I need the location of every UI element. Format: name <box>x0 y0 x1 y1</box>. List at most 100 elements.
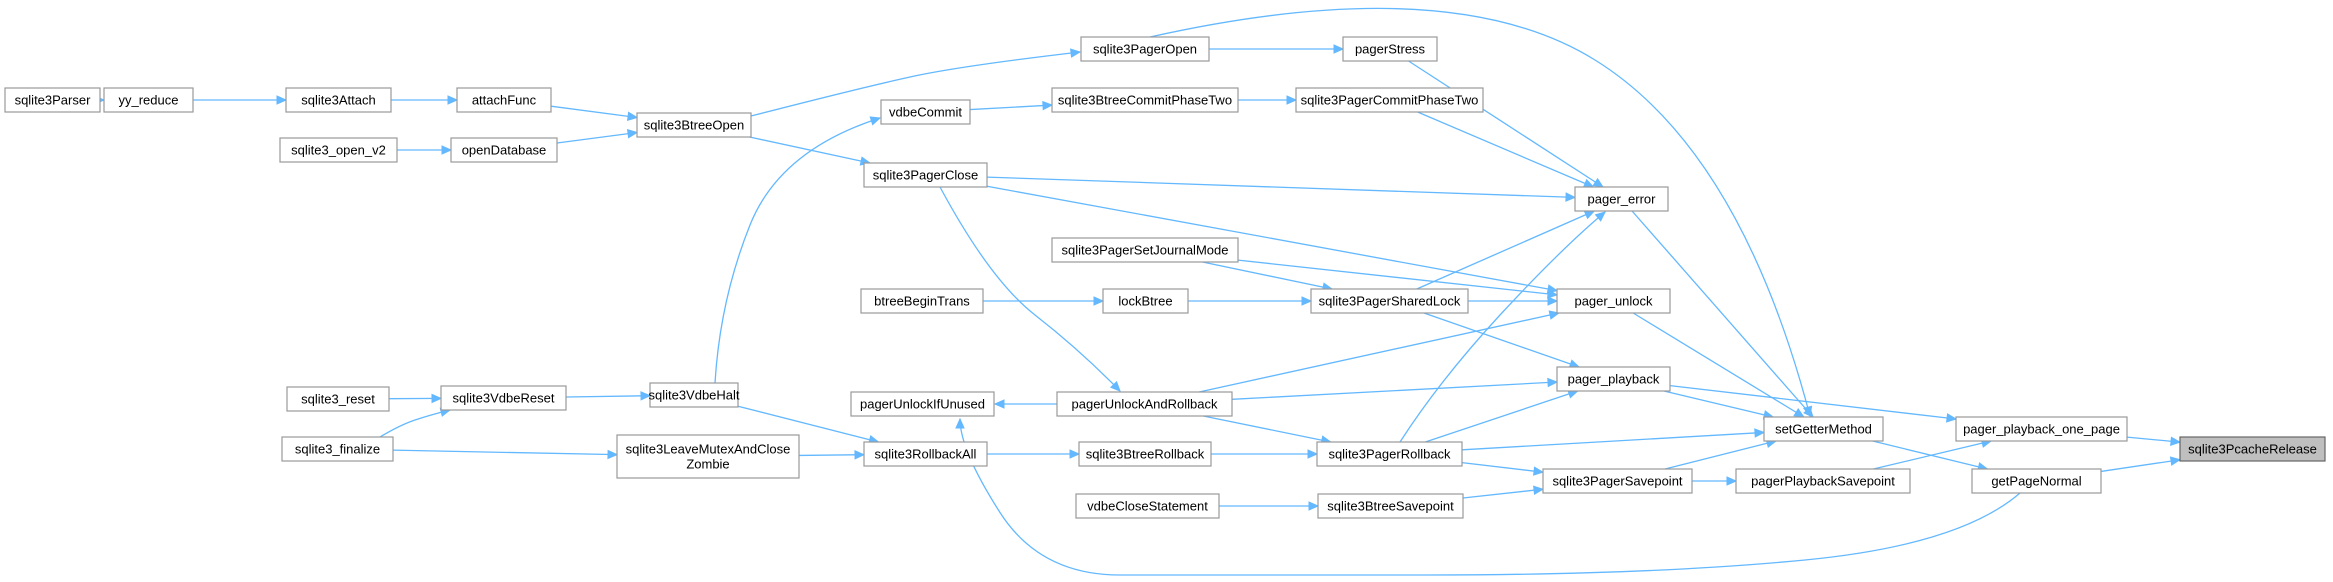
edge-sqlite3LeaveMutexAndCloseZombie-to-sqlite3RollbackAll <box>798 450 866 460</box>
edge-arrowhead <box>1533 485 1545 495</box>
node-box[interactable] <box>1735 468 1911 494</box>
node-box[interactable] <box>1310 288 1469 314</box>
node-lockBtree[interactable]: lockBtree <box>1102 288 1189 314</box>
node-box[interactable] <box>1051 87 1239 113</box>
node-box[interactable] <box>863 162 988 188</box>
node-sqlite3VdbeReset[interactable]: sqlite3VdbeReset <box>440 385 567 411</box>
node-box[interactable] <box>1556 288 1671 314</box>
node-box[interactable] <box>1316 441 1463 467</box>
node-box[interactable] <box>1051 237 1239 263</box>
node-pager_error[interactable]: pager_error <box>1574 186 1669 212</box>
node-box[interactable] <box>1317 493 1464 519</box>
node-pagerPlaybackSavepoint[interactable]: pagerPlaybackSavepoint <box>1735 468 1911 494</box>
edge-line <box>1669 384 1957 420</box>
node-box[interactable] <box>285 87 392 113</box>
node-box[interactable] <box>1763 416 1884 442</box>
edge-line <box>565 395 651 398</box>
node-box[interactable] <box>1955 416 2128 442</box>
node-box[interactable] <box>1080 36 1210 62</box>
node-sqlite3PagerSavepoint[interactable]: sqlite3PagerSavepoint <box>1542 468 1693 494</box>
node-box[interactable] <box>1078 441 1212 467</box>
node-sqlite3PagerOpen[interactable]: sqlite3PagerOpen <box>1080 36 1210 62</box>
node-box[interactable] <box>1075 493 1220 519</box>
node-box[interactable] <box>1342 36 1438 62</box>
node-sqlite3PagerSetJournalMode[interactable]: sqlite3PagerSetJournalMode <box>1051 237 1239 263</box>
edge-arrowhead <box>1533 466 1545 476</box>
node-sqlite3BtreeRollback[interactable]: sqlite3BtreeRollback <box>1078 441 1212 467</box>
node-pagerStress[interactable]: pagerStress <box>1342 36 1438 62</box>
node-setGetterMethod[interactable]: setGetterMethod <box>1763 416 1884 442</box>
node-vdbeCloseStatement[interactable]: vdbeCloseStatement <box>1075 493 1220 519</box>
edge-arrowhead <box>1726 476 1738 486</box>
edge-line <box>2100 459 2181 473</box>
node-sqlite3_reset[interactable]: sqlite3_reset <box>286 386 390 412</box>
node-sqlite3Parser[interactable]: sqlite3Parser <box>4 87 101 113</box>
node-sqlite3PagerSharedLock[interactable]: sqlite3PagerSharedLock <box>1310 288 1469 314</box>
node-box[interactable] <box>279 137 398 163</box>
node-sqlite3_open_v2[interactable]: sqlite3_open_v2 <box>279 137 398 163</box>
edge-arrowhead <box>1547 289 1559 299</box>
node-vdbeCommit[interactable]: vdbeCommit <box>880 99 971 125</box>
node-box[interactable] <box>281 436 394 462</box>
node-sqlite3PagerRollback[interactable]: sqlite3PagerRollback <box>1316 441 1463 467</box>
node-box[interactable] <box>1542 468 1693 494</box>
edge-line <box>1203 415 1331 443</box>
node-box[interactable] <box>456 87 552 113</box>
node-box[interactable] <box>1556 366 1671 392</box>
node-box[interactable] <box>636 112 752 138</box>
node-box[interactable] <box>1102 288 1189 314</box>
node-sqlite3VdbeHalt[interactable]: sqlite3VdbeHalt <box>648 382 740 408</box>
node-sqlite3Attach[interactable]: sqlite3Attach <box>285 87 392 113</box>
node-box[interactable] <box>1295 87 1484 113</box>
node-box[interactable] <box>440 385 567 411</box>
node-yy_reduce[interactable]: yy_reduce <box>103 87 194 113</box>
node-box[interactable] <box>850 391 995 417</box>
node-sqlite3BtreeSavepoint[interactable]: sqlite3BtreeSavepoint <box>1317 493 1464 519</box>
edge-sqlite3BtreeRollback-to-sqlite3PagerRollback <box>1210 449 1319 459</box>
node-sqlite3RollbackAll[interactable]: sqlite3RollbackAll <box>863 441 988 467</box>
node-openDatabase[interactable]: openDatabase <box>450 137 558 163</box>
edge-arrowhead <box>1301 296 1313 306</box>
node-pagerUnlockIfUnused[interactable]: pagerUnlockIfUnused <box>850 391 995 417</box>
node-sqlite3BtreeCommitPhaseTwo[interactable]: sqlite3BtreeCommitPhaseTwo <box>1051 87 1239 113</box>
node-btreeBeginTrans[interactable]: btreeBeginTrans <box>860 288 984 314</box>
node-box[interactable] <box>863 441 988 467</box>
node-box[interactable] <box>616 434 800 479</box>
node-sqlite3_finalize[interactable]: sqlite3_finalize <box>281 436 394 462</box>
edge-arrowhead <box>1070 48 1082 58</box>
node-label: getPageNormal <box>1991 474 2081 489</box>
node-getPageNormal[interactable]: getPageNormal <box>1971 468 2102 494</box>
node-box[interactable] <box>880 99 971 125</box>
node-sqlite3PagerCommitPhaseTwo[interactable]: sqlite3PagerCommitPhaseTwo <box>1295 87 1484 113</box>
edge-openDatabase-to-sqlite3BtreeOpen <box>556 129 639 144</box>
node-box[interactable] <box>1056 391 1233 417</box>
node-box[interactable] <box>286 386 390 412</box>
node-pager_playback_one_page[interactable]: pager_playback_one_page <box>1955 416 2128 442</box>
node-box[interactable] <box>1971 468 2102 494</box>
edge-pager_playback-to-pager_playback_one_page <box>1669 384 1958 423</box>
edge-arrowhead <box>447 95 459 105</box>
edge-sqlite3_open_v2-to-openDatabase <box>396 145 453 155</box>
node-label: sqlite3PcacheRelease <box>2188 442 2317 457</box>
node-box[interactable] <box>1574 186 1669 212</box>
node-pager_unlock[interactable]: pager_unlock <box>1556 288 1671 314</box>
node-box[interactable] <box>860 288 984 314</box>
node-box[interactable] <box>4 87 101 113</box>
node-sqlite3PcacheRelease[interactable]: sqlite3PcacheRelease <box>2179 436 2326 462</box>
node-sqlite3BtreeOpen[interactable]: sqlite3BtreeOpen <box>636 112 752 138</box>
node-label: sqlite3PagerSetJournalMode <box>1062 243 1229 258</box>
node-box[interactable] <box>103 87 194 113</box>
edge-sqlite3BtreeSavepoint-to-sqlite3PagerSavepoint <box>1462 485 1545 499</box>
node-box[interactable] <box>649 382 739 408</box>
node-attachFunc[interactable]: attachFunc <box>456 87 552 113</box>
edge-pagerUnlockAndRollback-to-sqlite3PagerRollback <box>1203 415 1332 445</box>
node-box[interactable] <box>450 137 558 163</box>
node-sqlite3PagerClose[interactable]: sqlite3PagerClose <box>863 162 988 188</box>
edge-arrowhead <box>1547 377 1559 388</box>
node-pager_playback[interactable]: pager_playback <box>1556 366 1671 392</box>
edge-arrowhead <box>1754 428 1766 438</box>
edge-line <box>1417 111 1594 188</box>
node-pagerUnlockAndRollback[interactable]: pagerUnlockAndRollback <box>1056 391 1233 417</box>
root-node-box[interactable] <box>2179 436 2326 462</box>
